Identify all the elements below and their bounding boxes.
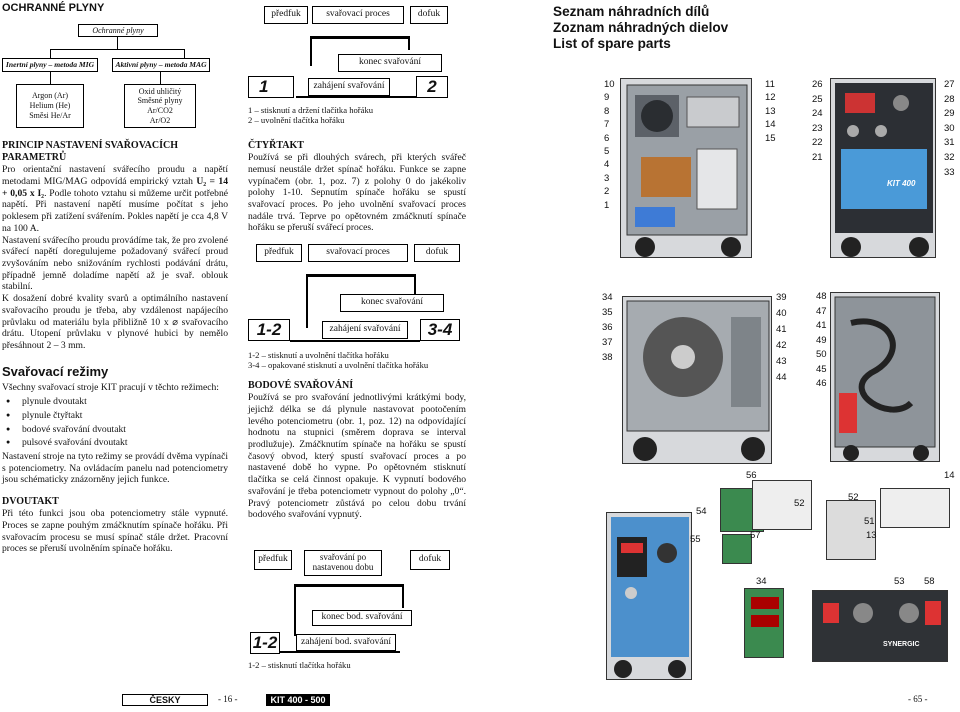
ctyrtakt-section: ČTYŘTAKT Používá se při dlouhých svárech… [248,140,466,234]
ctyrtakt-title: ČTYŘTAKT [248,140,304,151]
dvoutakt-paragraph: Při této funkci jsou oba potenciometry s… [2,508,228,555]
principle-title: PRINCIP NASTAVENÍ SVAŘOVACÍCH [2,140,178,151]
list-item: plynule čtyřtakt [2,410,228,422]
left-text-column: PRINCIP NASTAVENÍ SVAŘOVACÍCH PARAMETRŮ … [2,140,228,555]
d2-start-box: zahájení svařování [322,321,408,339]
part-number: 51 [864,516,875,527]
d2-predfuk-box: předfuk [256,244,302,262]
part-number: 53 [894,576,905,587]
d2-end-box: konec svařování [340,294,444,312]
ctyrtakt-paragraph: Používá se při dlouhých svárech, při kte… [248,152,466,234]
machine-interior-photo [620,78,752,258]
bodove-section: BODOVÉ SVAŘOVÁNÍ Používá se pro svařován… [248,380,466,521]
list-item: pulsové svařování dvoutakt [2,437,228,449]
pcb-display [744,588,784,658]
d3-end-box: konec bod. svařování [312,610,412,626]
footer-page-left: - 16 - [218,694,238,704]
footer-language: ČESKY [122,694,208,706]
part-number: 58 [924,576,935,587]
d1-process-box: svařovací proces [312,6,404,24]
principle-paragraph: Pro orientační nastavení svářecího proud… [2,164,229,234]
part-number: 34 [756,576,767,587]
d2-process-box: svařovací proces [308,244,408,262]
dvoutakt-title: DVOUTAKT [2,496,59,508]
d1-step-1: 1 [248,76,294,98]
principle-title-2: PARAMETRŮ [2,152,67,164]
bodove-title: BODOVÉ SVAŘOVÁNÍ [248,380,354,391]
modes-list: plynule dvoutakt plynule čtyřtakt bodové… [2,396,228,449]
page-title-gases: OCHRANNÉ PLYNY [2,2,105,14]
machine-front-photo: KIT 400 [830,78,936,258]
d1-dofuk-box: dofuk [410,6,448,24]
d3-step-12: 1-2 [250,632,280,654]
part-number: 14 [944,470,955,481]
d2-dofuk-box: dofuk [414,244,460,262]
mig-box: Inertní plyny – metoda MIG [2,58,98,72]
part-number: 52 [794,498,805,509]
d2-legend: 1-2 – stisknutí a uvolnění tlačítka hořá… [248,350,429,371]
part-number: 13 [866,530,877,541]
connector-part [826,500,876,560]
current-paragraph: Nastavení svářecího proudu provádíme tak… [2,234,228,293]
modes-intro: Všechny svařovací stroje KIT pracují v t… [2,382,219,394]
wire-part [880,488,950,528]
machine-label: KIT 400 [887,179,916,188]
wire-feeder-photo [622,296,772,464]
footer-page-right: - 65 - [908,694,928,704]
d1-step-2: 2 [416,76,448,98]
list-item: plynule dvoutakt [2,396,228,408]
complete-machine-photo [606,512,692,680]
part-number: 55 [690,534,701,545]
spare-parts-title: Seznam náhradních dílů Zoznam náhradných… [553,4,729,52]
d1-predfuk-box: předfuk [264,6,308,24]
distance-paragraph: K dosažení dobré kvality svarů a optimál… [2,293,228,351]
footer-model: KIT 400 - 500 [266,694,330,706]
d1-start-box: zahájení svařování [308,78,390,96]
d3-legend: 1-2 – stisknutí tlačítka hořáku [248,660,351,670]
d3-process-box: svařování po nastavenou dobu [304,550,382,576]
part-number: 56 [746,470,757,481]
d1-end-box: konec svařování [338,54,442,72]
panel-brand: SYNERGIC [883,641,920,648]
bodove-paragraph: Používá se pro svařování jednotlivými kr… [248,392,466,521]
list-item: bodové svařování dvoutakt [2,424,228,436]
d3-predfuk-box: předfuk [254,550,292,570]
part-number: 52 [848,492,859,503]
d2-step-12: 1-2 [248,319,290,341]
modes-title: Svařovací režimy [2,363,109,379]
d3-dofuk-box: dofuk [410,550,450,570]
pcb-part-2 [722,534,752,564]
part-number: 54 [696,506,707,517]
part-number: 57 [750,530,761,541]
machine-back-photo [830,292,940,462]
mig-gases-box: Argon (Ar)Helium (He)Směsi He/Ar [16,84,84,128]
d2-step-34: 3-4 [420,319,460,341]
gas-box: Ochranné plyny [78,24,158,37]
mag-box: Aktivní plyny – metoda MAG [112,58,210,72]
front-panel-photo: SYNERGIC [812,590,948,662]
cable-part [752,480,812,530]
d3-start-box: zahájení bod. svařování [296,634,396,651]
modes-paragraph: Nastavení stroje na tyto režimy se prová… [2,451,228,486]
